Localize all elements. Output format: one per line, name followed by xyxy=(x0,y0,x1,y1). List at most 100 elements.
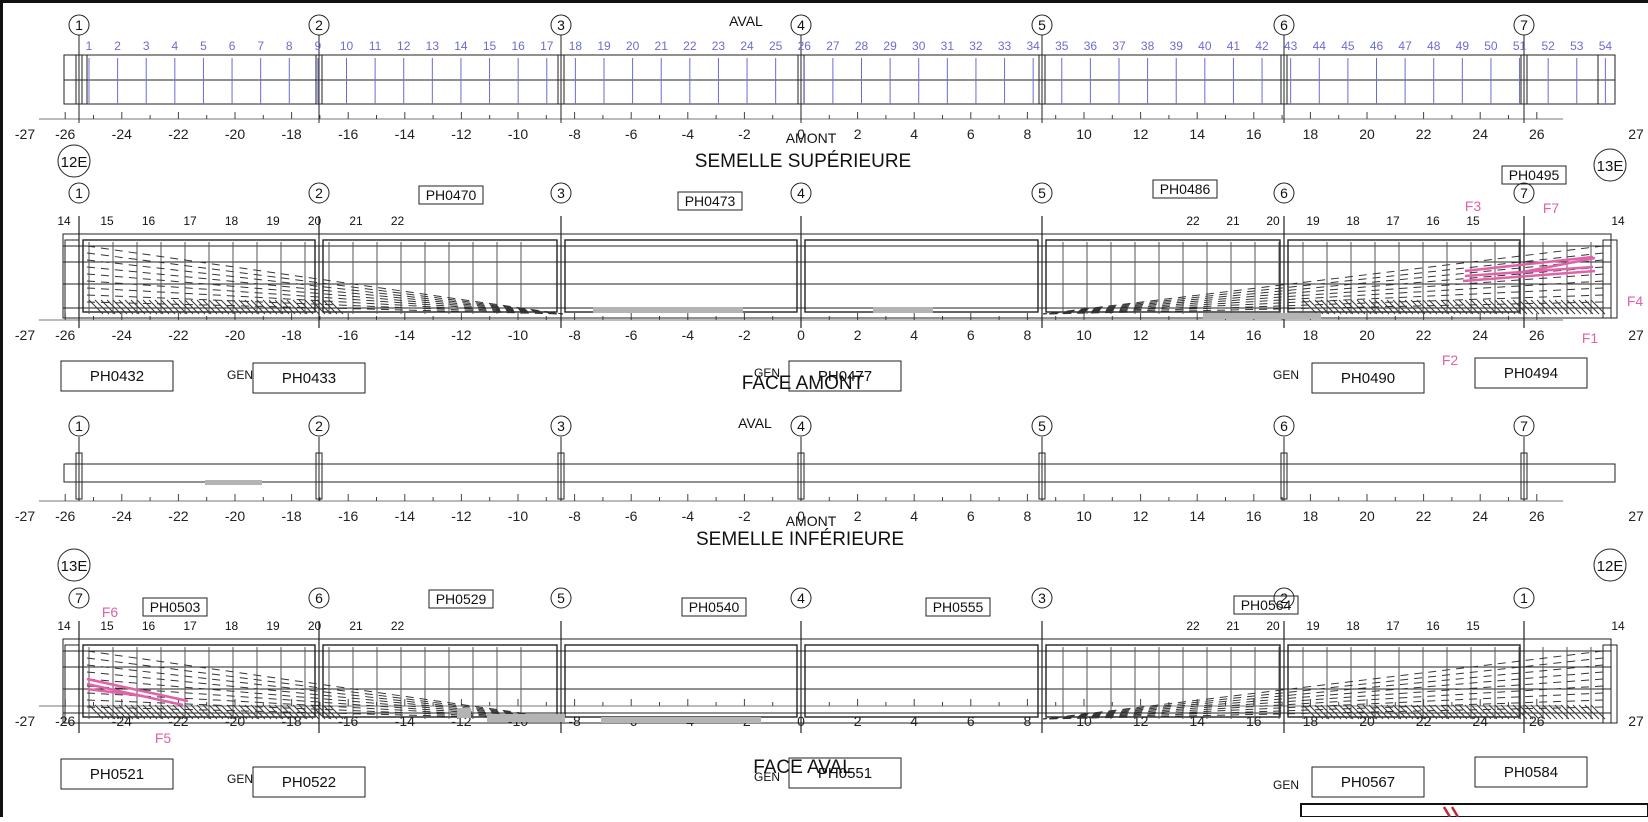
panel-number: 36 xyxy=(1084,39,1098,53)
face-amont-hatch xyxy=(202,299,218,315)
scale-face-amont-tick-label: -8 xyxy=(568,327,581,343)
axis-amont-label: 5 xyxy=(1038,185,1046,201)
face-aval-hatch xyxy=(1572,704,1588,720)
scale-upper-tick-label: 10 xyxy=(1076,126,1092,142)
face-aval-hatch xyxy=(1302,704,1318,720)
face-amont-hatch xyxy=(1386,299,1402,315)
axis-lower-3 xyxy=(550,415,572,437)
photo-box xyxy=(788,757,902,789)
photo-box xyxy=(142,597,208,617)
face-aval-hatch xyxy=(1338,704,1354,720)
scale-upper-tick-label: -16 xyxy=(338,126,358,142)
gen-label: GEN xyxy=(754,770,780,784)
axis-amont-label: 2 xyxy=(315,185,323,201)
scale-upper-tick-label: -14 xyxy=(395,126,415,142)
photo-ref: PH0495 xyxy=(1509,167,1560,183)
gen-label: GEN xyxy=(227,772,253,786)
face-amont-hatch xyxy=(130,299,146,315)
face-aval-tendon xyxy=(86,657,564,720)
face-aval-panel xyxy=(82,644,316,718)
axis-lower-6 xyxy=(1273,415,1295,437)
axis-amont-label: 6 xyxy=(1280,185,1288,201)
face-amont-stiffener-label: 20 xyxy=(1266,214,1280,228)
face-aval-stiffener-label: 18 xyxy=(1346,619,1360,633)
panel-number: 20 xyxy=(626,39,640,53)
photo-ref: PH0521 xyxy=(90,766,144,783)
face-aval-left-end xyxy=(64,644,80,724)
face-aval-panel xyxy=(1287,644,1521,718)
face-aval-hatch xyxy=(1332,704,1348,720)
panel-number: 2 xyxy=(114,39,121,53)
upper-chord-title: SEMELLE SUPÉRIEURE xyxy=(695,151,911,172)
face-aval-hatch xyxy=(220,704,236,720)
face-aval-hatch xyxy=(1320,704,1336,720)
photo-ref: PH0551 xyxy=(818,765,872,782)
axis-aval-label: 7 xyxy=(75,590,83,606)
axis-aval-5 xyxy=(550,587,572,609)
face-amont-hatch xyxy=(1392,299,1408,315)
upper-amont-label: AMONT xyxy=(786,130,837,146)
face-aval-hatch xyxy=(1530,704,1546,720)
face-aval-hatch xyxy=(322,704,338,720)
pier-amont-left xyxy=(57,144,91,178)
face-amont-hatch xyxy=(148,299,164,315)
face-amont-hatch xyxy=(262,299,278,315)
face-amont-hatch xyxy=(118,299,134,315)
scale-upper-tick-label: 12 xyxy=(1133,126,1149,142)
face-amont-hatch xyxy=(166,299,182,315)
scale-lower-tick-label: -24 xyxy=(112,508,132,524)
face-amont-tendon xyxy=(1042,245,1604,315)
scale-face-amont-tick-label: 4 xyxy=(910,327,918,343)
face-amont-hatch xyxy=(112,299,128,315)
scale-face-aval-tick-label: 27 xyxy=(1628,713,1644,729)
panel-number: 54 xyxy=(1599,39,1613,53)
panel-number: 44 xyxy=(1313,39,1327,53)
scale-face-amont-tick-label: 22 xyxy=(1416,327,1432,343)
face-aval-hatch xyxy=(1368,704,1384,720)
face-aval-stiffener-label: 19 xyxy=(266,619,280,633)
face-amont-stiffener-label: 17 xyxy=(183,214,197,228)
face-amont-hatch xyxy=(322,299,338,315)
photo-box xyxy=(418,185,484,205)
photo-ref: PH0555 xyxy=(933,599,984,615)
face-amont-hatch xyxy=(1344,299,1360,315)
face-amont-tendon xyxy=(1042,294,1604,315)
face-aval-hatch xyxy=(1362,704,1378,720)
face-aval-stiffener-label: 20 xyxy=(1266,619,1280,633)
panel-number: 17 xyxy=(540,39,554,53)
panel-number: 43 xyxy=(1284,39,1298,53)
panel-number: 52 xyxy=(1541,39,1555,53)
panel-number: 49 xyxy=(1456,39,1470,53)
face-aval-hatch xyxy=(1548,704,1564,720)
face-amont-hatch xyxy=(238,299,254,315)
face-amont-stiffener-label: 14 xyxy=(1611,214,1625,228)
face-aval-tendon xyxy=(86,685,564,720)
scale-upper-tick-label: -20 xyxy=(225,126,245,142)
scale-face-aval-tick-label: 18 xyxy=(1303,713,1319,729)
face-amont-panel xyxy=(564,239,798,313)
scale-lower-tick-label: 12 xyxy=(1133,508,1149,524)
panel-number: 26 xyxy=(798,39,812,53)
panel-number: 18 xyxy=(569,39,583,53)
face-amont-hatch xyxy=(1308,299,1324,315)
face-aval-hatch xyxy=(130,704,146,720)
face-amont-hatch xyxy=(1536,299,1552,315)
scale-upper-tick-label: 14 xyxy=(1189,126,1205,142)
scale-face-aval-tick-label: 6 xyxy=(967,713,975,729)
face-aval-hatch xyxy=(136,704,152,720)
face-amont-hatch xyxy=(1356,299,1372,315)
axis-upper-label: 3 xyxy=(557,17,565,33)
face-aval-hatch xyxy=(256,704,272,720)
panel-number: 30 xyxy=(912,39,926,53)
scale-lower-tick-label: -6 xyxy=(625,508,638,524)
corrosion-mark xyxy=(487,714,565,722)
upper-splice xyxy=(315,54,323,105)
face-aval-hatch xyxy=(1500,704,1516,720)
photo-ref: PH0477 xyxy=(818,368,872,385)
scale-face-aval-tick-label: -16 xyxy=(338,713,358,729)
face-aval-hatch xyxy=(112,704,128,720)
face-aval-tendon xyxy=(1042,671,1604,720)
face-amont-hatch xyxy=(286,299,302,315)
scale-upper-tick-label: 27 xyxy=(1628,126,1644,142)
panel-number: 24 xyxy=(740,39,754,53)
